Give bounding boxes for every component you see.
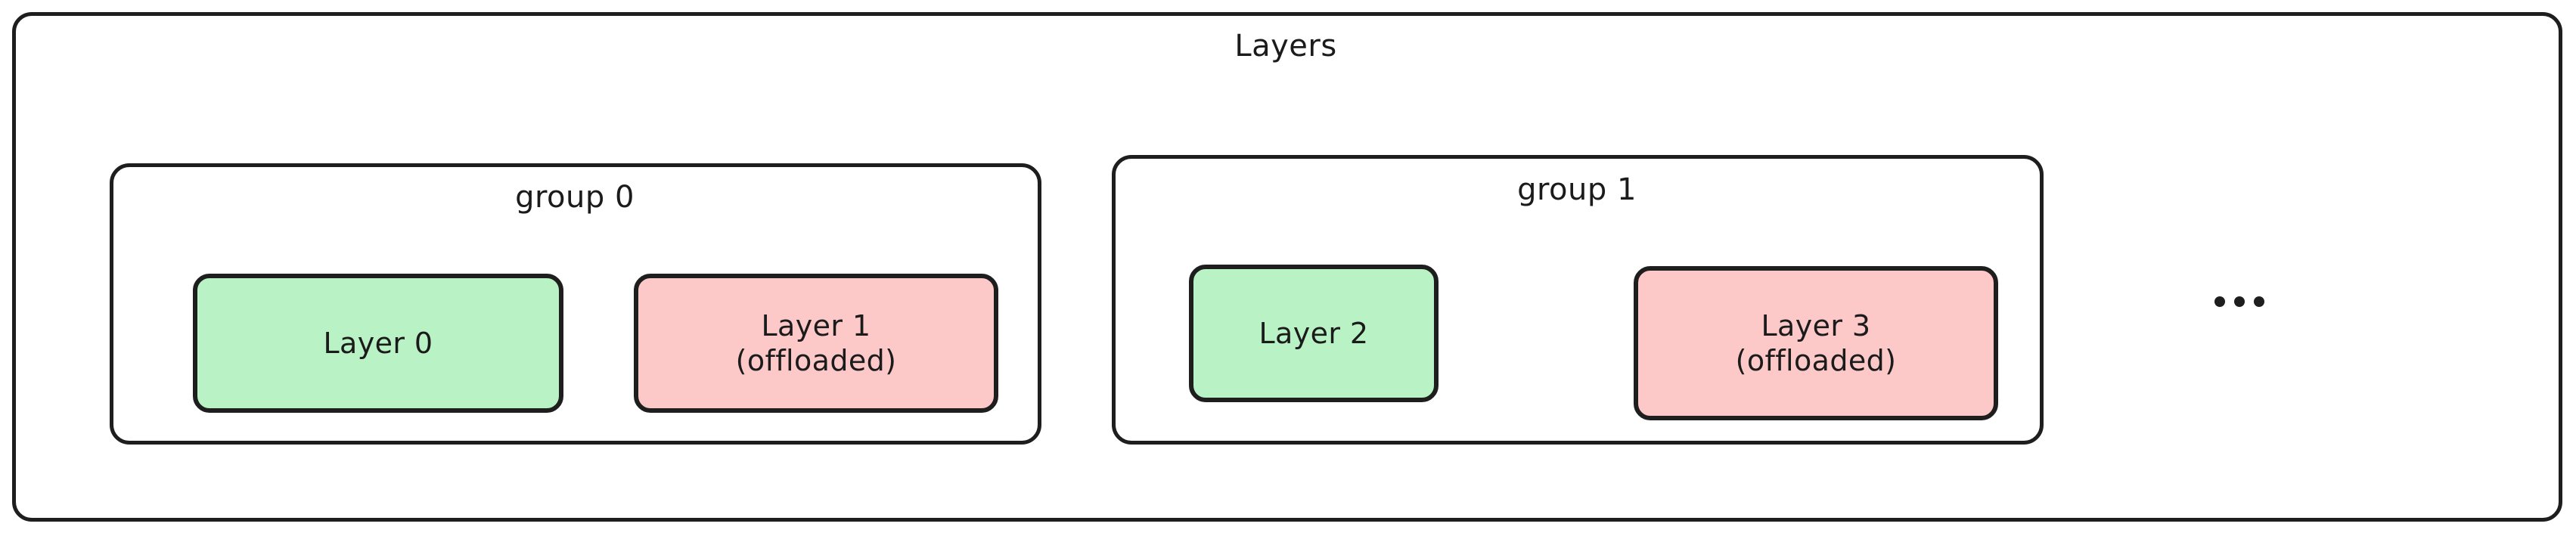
group-1-container	[1112, 155, 2044, 445]
group-0-label: group 0	[515, 180, 635, 215]
layer-box-layer-0[interactable]: Layer 0	[193, 274, 563, 413]
layer-box-layer-2[interactable]: Layer 2	[1189, 265, 1439, 402]
group-1-label: group 1	[1517, 172, 1637, 207]
ellipsis-dot	[2214, 296, 2225, 307]
layers-container-title: Layers	[1234, 29, 1337, 64]
layer-box-layer-1[interactable]: Layer 1 (offloaded)	[634, 274, 998, 413]
layer-box-layer-3[interactable]: Layer 3 (offloaded)	[1634, 266, 1998, 420]
layers-container	[12, 12, 2562, 522]
group-0-container	[110, 163, 1041, 445]
ellipsis-icon	[2214, 296, 2264, 307]
ellipsis-dot	[2234, 296, 2245, 307]
ellipsis-dot	[2254, 296, 2264, 307]
